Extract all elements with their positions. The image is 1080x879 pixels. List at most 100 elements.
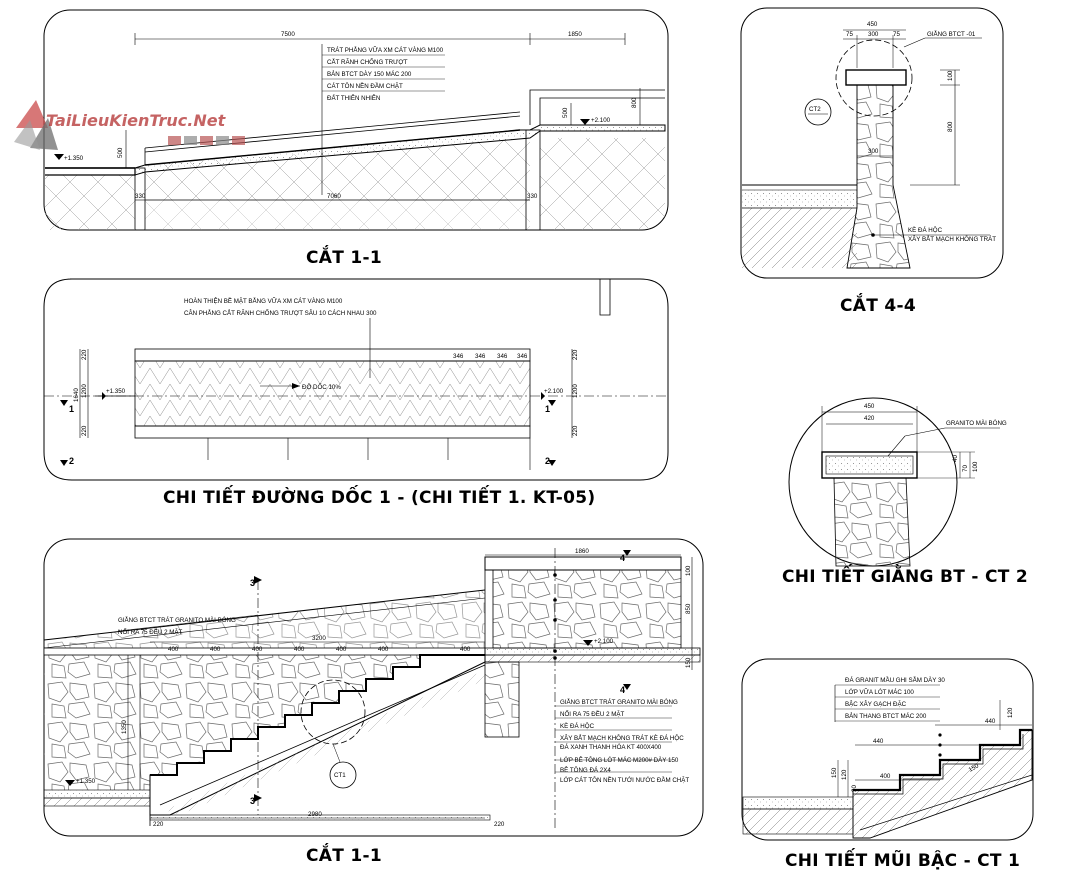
s1b-note-right-3: KÈ ĐÁ HỘC — [560, 723, 595, 730]
beam-dim-450: 450 — [864, 403, 875, 410]
s1b-note-right-7: BÊ TÔNG ĐÁ 2X4 — [560, 766, 611, 774]
s1b-callout-ct1: CT1 — [334, 772, 346, 779]
s1b-note-right-6: LỚP BÊ TÔNG LÓT MÁC M200# DÀY 150 — [560, 756, 679, 764]
s1b-dim-1350: 1350 — [121, 720, 128, 734]
s44-label-stone: KÈ ĐÁ HỘC — [908, 227, 943, 234]
sec1-note-5: ĐẤT THIÊN NHIÊN — [327, 94, 380, 102]
ramp-right-dim-220b: 220 — [572, 425, 579, 436]
ramp-top-dim-2: 346 — [475, 353, 486, 360]
s1b-dim-400-7: 400 — [460, 646, 471, 653]
step-dim-30: 30 — [851, 785, 858, 792]
ramp-left-dim-220a: 220 — [81, 349, 88, 360]
step-detail-drawing — [742, 684, 1033, 839]
dim-500-right: 500 — [562, 107, 569, 118]
s44-callout-ct2: CT2 — [809, 106, 821, 113]
step-dim-440-top: 440 — [985, 718, 996, 725]
panel-step-detail — [741, 658, 1034, 841]
s1b-marker-3-bottom: 3 — [250, 796, 255, 806]
panel-section-4-4 — [740, 7, 1004, 279]
ramp-level-1350: +1.350 — [106, 388, 126, 395]
ramp-left-dim-1200: 1200 — [81, 384, 88, 398]
s1b-note-right-8: LỚP CÁT TÔN NỀN TƯỚI NƯỚC ĐẦM CHẶT — [560, 777, 689, 784]
s1b-level-2100: +2.100 — [594, 638, 614, 645]
s1b-dim-220-left: 220 — [153, 821, 164, 828]
s1b-marker-4-bottom: 4 — [620, 685, 625, 695]
s44-label-masonry: XÂY BẮT MẠCH KHÔNG TRÁT — [908, 235, 996, 243]
level-2100: +2.100 — [591, 117, 611, 124]
watermark-text: TaiLieuKienTruc.Net — [46, 111, 227, 130]
s44-dim-75a: 75 — [846, 31, 853, 38]
s1b-dim-400-6: 400 — [378, 646, 389, 653]
title-step-detail: CHI TIẾT MŨI BẬC - CT 1 — [785, 847, 1020, 871]
s44-dim-75b: 75 — [893, 31, 900, 38]
ramp-top-dim-3: 346 — [497, 353, 508, 360]
beam-detail-drawing — [821, 406, 1000, 567]
step-dim-150-slab: 150 — [968, 762, 981, 774]
step-note-2: LỚP VỮA LÓT MÁC 100 — [845, 689, 914, 696]
dim-330-left: 330 — [135, 193, 146, 200]
s1b-note-left-1: GIẰNG BTCT TRÁT GRANITO MÀI BÓNG — [118, 616, 236, 624]
section-4-4-drawing — [742, 29, 990, 269]
sec1-note-1: TRÁT PHẲNG VỮA XM CÁT VÀNG M100 — [327, 47, 444, 54]
s1b-note-left-2: NỔI RA 75 ĐỀU 2 MẶT — [118, 629, 183, 636]
step-dim-120: 120 — [841, 769, 848, 780]
s1b-dim-150: 150 — [685, 657, 692, 668]
s1b-dim-220-right: 220 — [494, 821, 505, 828]
s1b-note-right-2: NỔI RA 75 ĐỀU 2 MẶT — [560, 711, 625, 718]
s44-label-beam: GIẰNG BTCT -01 — [927, 30, 976, 38]
dim-800: 800 — [631, 97, 638, 108]
ramp-plan-drawing — [44, 279, 668, 470]
beam-dim-40: 40 — [952, 455, 959, 462]
dim-1850: 1850 — [568, 31, 582, 38]
s1b-note-right-1: GIẰNG BTCT TRÁT GRANITO MÀI BÓNG — [560, 698, 678, 706]
ramp-top-dim-4: 346 — [517, 353, 528, 360]
dim-7060: 7060 — [327, 193, 341, 200]
ramp-marker-2-left: 2 — [69, 456, 74, 466]
beam-dim-70: 70 — [962, 465, 969, 472]
title-section-1-1-bottom: CẮT 1-1 — [306, 842, 382, 866]
s1b-dim-3200: 3200 — [312, 635, 326, 642]
sec1-note-4: CÁT TÔN NỀN ĐẦM CHẶT — [327, 83, 403, 90]
step-dim-150-left: 150 — [831, 767, 838, 778]
beam-label-granito: GRANITO MÀI BÓNG — [946, 420, 1007, 427]
step-note-1: ĐÁ GRANIT MẦU GHI SẪM DÀY 30 — [845, 677, 945, 684]
beam-dim-100: 100 — [972, 461, 979, 472]
s1b-note-right-4: XÂY BẮT MẠCH KHÔNG TRÁT KÈ ĐÁ HỘC — [560, 734, 684, 742]
s1b-note-right-5: ĐÁ XANH THANH HÓA KT 400X400 — [560, 744, 662, 751]
sec1-note-2: CẮT RÃNH CHỐNG TRƯỢT — [327, 58, 408, 66]
s44-dim-450: 450 — [867, 21, 878, 28]
ramp-level-2100: +2.100 — [544, 388, 564, 395]
dim-330-right: 330 — [527, 193, 538, 200]
s44-dim-300-bottom: 300 — [868, 148, 879, 155]
ramp-marker-1-right: 1 — [545, 404, 550, 414]
s1b-dim-400-4: 400 — [294, 646, 305, 653]
dim-500-left: 500 — [117, 147, 124, 158]
ramp-left-dim-220b: 220 — [81, 425, 88, 436]
s44-dim-800: 800 — [947, 121, 954, 132]
s1b-marker-4-top: 4 — [620, 553, 625, 563]
s1b-dim-850: 850 — [685, 603, 692, 614]
s1b-level-1350: +1.350 — [76, 778, 96, 785]
ramp-marker-2-right: 2 — [545, 456, 550, 466]
s1b-dim-2980: 2980 — [308, 811, 322, 818]
step-dim-120-right: 120 — [1007, 707, 1014, 718]
ramp-top-dim-1: 346 — [453, 353, 464, 360]
s44-dim-100: 100 — [947, 70, 954, 81]
title-section-1-1-top: CẮT 1-1 — [306, 244, 382, 268]
s1b-dim-400-1: 400 — [168, 646, 179, 653]
s44-dim-300: 300 — [868, 31, 879, 38]
ramp-marker-1-left: 1 — [69, 404, 74, 414]
s1b-dim-100: 100 — [685, 565, 692, 576]
watermark-logo — [14, 100, 245, 150]
ramp-right-dim-220a: 220 — [572, 349, 579, 360]
ramp-slope: ĐỘ DỐC 10% — [302, 384, 341, 391]
step-note-3: BẬC XÂY GẠCH ĐẶC — [845, 701, 907, 708]
step-note-4: BẢN THANG BTCT MÁC 200 — [845, 713, 927, 720]
step-dim-440-mid: 440 — [873, 738, 884, 745]
section-1-1-bottom-drawing — [43, 548, 701, 830]
title-ramp-detail: CHI TIẾT ĐƯỜNG DỐC 1 - (CHI TIẾT 1. KT-0… — [163, 484, 595, 508]
ramp-right-dim-1200: 1200 — [572, 384, 579, 398]
ramp-note-2: CÂN PHẲNG CẮT RÃNH CHỐNG TRƯỢT SÂU 10 CÁ… — [184, 309, 377, 317]
title-section-4-4: CẮT 4-4 — [840, 292, 916, 316]
